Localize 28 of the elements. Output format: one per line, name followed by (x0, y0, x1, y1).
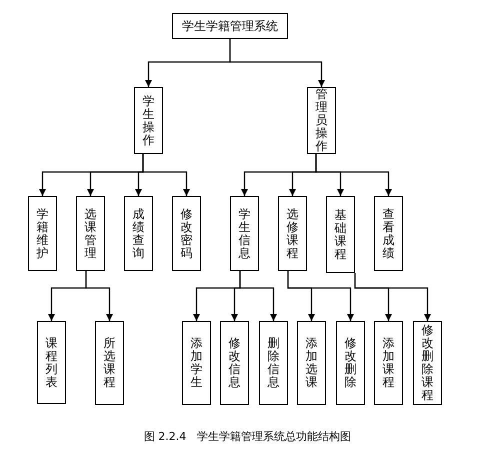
module-box: 修改删除课程 (413, 321, 442, 405)
module-box: 选修课程 (278, 196, 307, 271)
arrow (142, 154, 190, 196)
module-box: 学生操作 (134, 87, 163, 154)
arrow (229, 39, 325, 87)
arrow (354, 273, 431, 321)
module-box: 查看成绩 (374, 196, 403, 271)
module-box: 管理员操作 (307, 87, 336, 154)
arrow (315, 154, 392, 196)
arrow (287, 271, 354, 321)
module-box: 删除信息 (259, 321, 288, 405)
module-box: 添加学生 (182, 321, 211, 405)
module-box: 学生信息 (230, 196, 259, 271)
arrow (239, 271, 277, 321)
module-box: 添加选课 (297, 321, 326, 405)
arrow (85, 271, 113, 321)
module-box: 修改密码 (172, 196, 201, 271)
module-box: 基础课程 (326, 196, 355, 273)
module-box: 所选课程 (95, 321, 124, 405)
module-box: 修改信息 (220, 321, 249, 405)
module-box: 选课管理 (76, 196, 105, 271)
module-box: 课程列表 (37, 321, 66, 404)
module-box: 成绩查询 (124, 196, 153, 271)
module-box: 学籍维护 (28, 196, 57, 271)
figure-caption: 图 2.2.4 学生学籍管理系统总功能结构图 (142, 429, 352, 444)
title-box: 学生学籍管理系统 (172, 13, 288, 39)
module-box: 添加课程 (374, 321, 403, 405)
module-box: 修改删除 (336, 321, 365, 405)
